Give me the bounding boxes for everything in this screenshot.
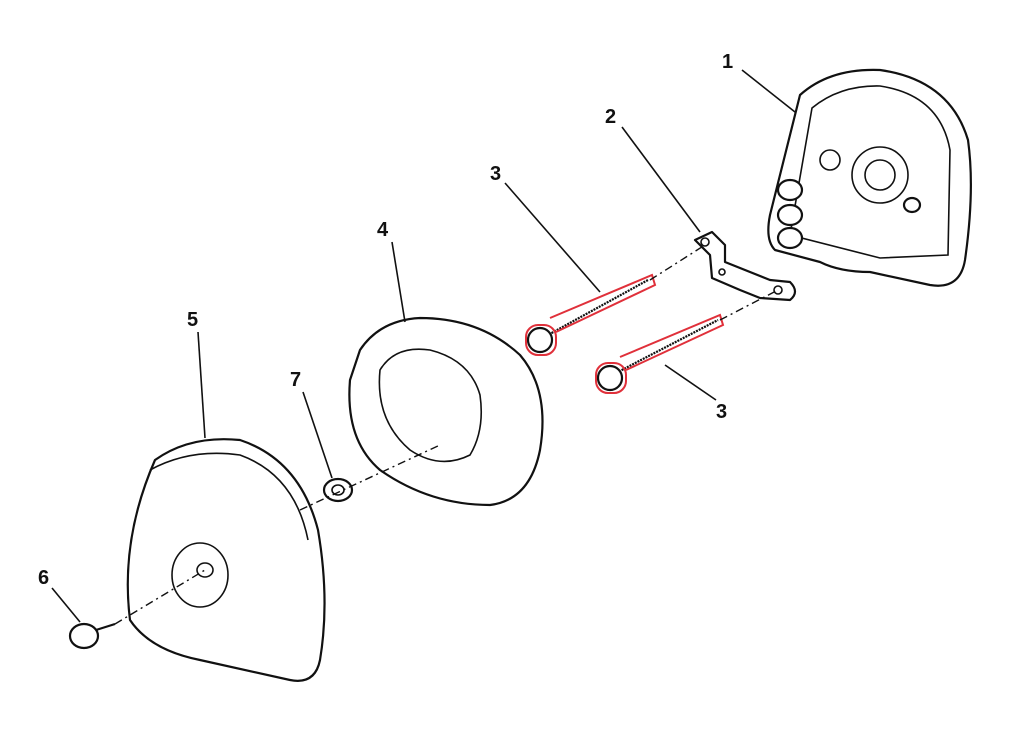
part-5-cover xyxy=(126,438,326,682)
assembly-axis-lines xyxy=(114,244,779,625)
part-2-bracket xyxy=(693,230,797,302)
callout-4: 4 xyxy=(377,219,389,241)
part-7-washer xyxy=(322,477,354,503)
part-6-screw xyxy=(68,622,116,650)
callout-3-upper: 3 xyxy=(490,163,501,185)
part-1-base-housing xyxy=(767,68,972,287)
callout-7: 7 xyxy=(290,369,301,391)
part-4-filter-element xyxy=(348,316,544,507)
part-3-screw-upper xyxy=(525,273,657,356)
part-3-screw-lower xyxy=(595,313,725,394)
callout-5: 5 xyxy=(187,309,198,331)
leader-lines xyxy=(51,69,796,623)
callout-6: 6 xyxy=(38,567,49,589)
callout-2: 2 xyxy=(605,106,616,128)
callout-1: 1 xyxy=(722,51,733,73)
callout-3-lower: 3 xyxy=(716,401,727,423)
